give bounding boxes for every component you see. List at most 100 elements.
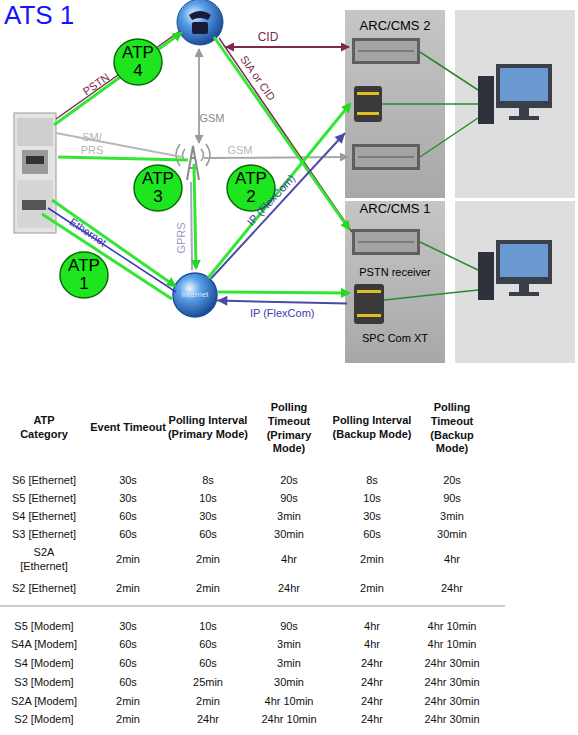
workstation-panel (455, 201, 575, 363)
atp-ellipse: ATP 3 (133, 164, 183, 212)
table-cell: 3min (277, 510, 301, 524)
table-cell: 2min (360, 582, 384, 596)
atp-ellipse-shape (114, 39, 162, 85)
connector-line (217, 301, 347, 304)
panel-slot (26, 156, 44, 164)
table-cell: 8s (366, 474, 378, 488)
link-label: PSTN (81, 71, 112, 98)
pstn-link (56, 31, 180, 119)
table-cell: 30min (437, 528, 467, 542)
atp-ellipse: ATP 1 (59, 251, 109, 299)
workstation-panel (455, 10, 575, 198)
monitor-stand (519, 108, 529, 116)
receiver-device: PSTN receiver (347, 226, 443, 280)
link-label: Ethernet (67, 215, 108, 248)
table-cell: 4hr 10min (428, 638, 477, 652)
table-cell: S4 [Modem] (14, 657, 73, 671)
table-cell: 60s (199, 528, 217, 542)
table-cell: S2A [Ethernet] (19, 546, 69, 574)
atp-path (42, 214, 172, 299)
table-cell: 24hr 30min (424, 676, 479, 690)
gsm-link (198, 49, 200, 143)
table-cell: S2 [Ethernet] (12, 582, 76, 596)
node-text: Internet (181, 291, 208, 299)
table-cell: 30s (119, 492, 137, 506)
atp-ellipse: ATP 4 (113, 38, 163, 86)
table-cell: 24hr (441, 582, 463, 596)
table-cell: 30min (274, 528, 304, 542)
table-cell: 2min (196, 553, 220, 567)
cms-panel: ARC/CMS 1PSTN receiverSPC Com XT (345, 201, 445, 363)
table-cell: 60s (119, 676, 137, 690)
gprs-link (191, 182, 192, 270)
table-cell: S2A [Modem] (11, 695, 77, 709)
table-cell: S5 [Ethernet] (12, 492, 76, 506)
link-label: PRS (81, 144, 104, 156)
table-cell: 2min (360, 553, 384, 567)
table-cell: 3min (277, 638, 301, 652)
table-cell: 60s (119, 638, 137, 652)
table-cell: 60s (119, 510, 137, 524)
connector-line (211, 133, 345, 279)
computer-tower (478, 76, 494, 124)
atp-ellipse-shape (134, 165, 182, 211)
table-cell: 60s (199, 638, 217, 652)
panel-module (22, 150, 48, 174)
table-cell: 3min (277, 657, 301, 671)
alarm-panel (14, 113, 56, 233)
table-cell: S4 [Ethernet] (12, 510, 76, 524)
connector (217, 296, 347, 306)
communicator-device: SPC Com XT (347, 282, 443, 346)
phone-body (192, 22, 208, 34)
table-header: Polling Timeout (Primary Mode) (260, 401, 318, 456)
table-cell: 2min (196, 695, 220, 709)
computer-monitor (496, 64, 552, 108)
table-cell: 4hr (281, 553, 297, 567)
table-cell: S6 [Ethernet] (12, 474, 76, 488)
table-cell: 24hr (361, 676, 383, 690)
monitor-base (509, 116, 539, 120)
link-label: SIA or CID (238, 53, 278, 103)
table-cell: 30s (199, 510, 217, 524)
table-cell: 2min (116, 713, 140, 727)
table-cell: 20s (280, 474, 298, 488)
link-label: GSM (199, 112, 224, 124)
internet-globe-shape (173, 273, 217, 317)
computer-tower (478, 252, 494, 300)
internet-globe: Internet (172, 272, 218, 318)
table-cell: 30s (363, 510, 381, 524)
table-cell: 30min (274, 676, 304, 690)
cid-link (226, 46, 349, 48)
table-cell: 2min (116, 553, 140, 567)
radio-waves (176, 144, 210, 166)
table-cell: 2min (196, 582, 220, 596)
table-cell: 4hr 10min (428, 620, 477, 634)
table-cell: S3 [Modem] (14, 676, 73, 690)
table-cell: 10s (199, 620, 217, 634)
table-cell: 10s (199, 492, 217, 506)
panel-module (17, 118, 53, 146)
table-cell: 10s (363, 492, 381, 506)
table-header: Polling Interval (Primary Mode) (162, 414, 254, 442)
table-header: Polling Interval (Backup Mode) (326, 414, 418, 442)
computer-screen (500, 68, 548, 101)
atp-ellipse-shape (60, 252, 108, 298)
atp-path (218, 292, 349, 293)
node-text: PSTN receiver (359, 266, 431, 278)
table-cell: S3 [Ethernet] (12, 528, 76, 542)
pstn-globe (177, 0, 223, 45)
monitor-stand (519, 284, 529, 292)
node-text: SPC Com XT (362, 332, 428, 344)
link-label: GSM (227, 144, 252, 156)
atp-path (208, 104, 350, 278)
node-text: ATP 4 (120, 44, 156, 80)
table-cell: 4hr (364, 620, 380, 634)
table-cell: S5 [Modem] (14, 620, 73, 634)
phone-handset (189, 11, 211, 20)
gsm-link (204, 157, 348, 158)
node-text: ARC/CMS 2 (360, 19, 431, 33)
connector-label: IP (FlexCom) (250, 307, 315, 319)
table-cell: 24hr (361, 695, 383, 709)
table-cell: 90s (280, 620, 298, 634)
